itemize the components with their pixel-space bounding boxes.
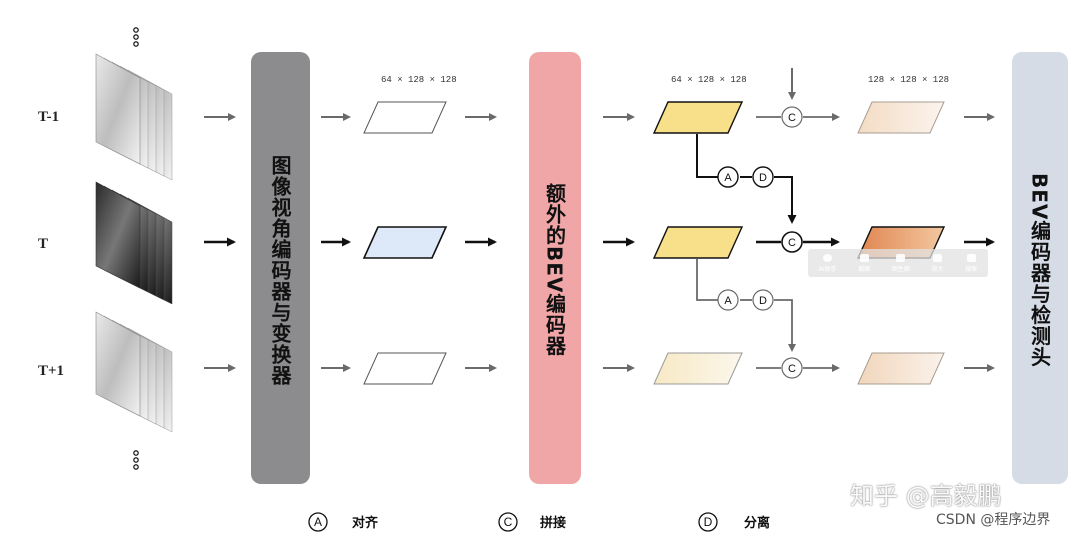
image-icon	[896, 253, 906, 262]
ellipsis-top	[133, 27, 139, 47]
legend-split-letter: D	[704, 515, 713, 529]
search-icon	[966, 253, 976, 262]
feature-map-1-middle	[362, 226, 448, 259]
camera-icon	[859, 253, 869, 262]
image-stack-top	[95, 53, 173, 181]
toolbar-search-label: 搜索	[965, 265, 978, 273]
legend-concat-text: 拼接	[540, 515, 566, 531]
toolbar-img2img-button[interactable]: 图生图	[891, 253, 910, 273]
node-split-top	[752, 166, 774, 188]
row-label-bottom: T+1	[38, 363, 64, 379]
feature-map-1-bottom	[363, 352, 447, 385]
encoder-transform-label: 图像视角编码器与变换器	[268, 154, 292, 386]
node-split-top-letter: D	[759, 172, 767, 184]
image-stack-middle	[95, 181, 173, 305]
node-concat-middle-letter: C	[788, 237, 796, 249]
extra-bev-encoder-text: 额外的BEV编码器	[542, 183, 567, 357]
feature-map-2-bottom	[653, 352, 743, 385]
node-align-bottom	[717, 289, 739, 311]
node-concat-bottom-letter: C	[788, 363, 796, 375]
legend-concat-circle	[498, 512, 518, 532]
watermark-zhihu: 知乎 @高毅鹏	[850, 482, 1002, 510]
zoom-icon	[933, 253, 943, 262]
watermark-csdn: CSDN @程序边界	[936, 512, 1051, 528]
feature-map-2-top	[652, 101, 744, 134]
toolbar-screenshot-button[interactable]: 截图	[858, 253, 871, 273]
toolbar-ai-label: AI助手	[818, 265, 837, 273]
node-split-bottom-letter: D	[759, 295, 767, 307]
node-concat-top	[781, 106, 803, 128]
legend-split-circle	[698, 512, 718, 532]
image-toolbar[interactable]: AI助手 截图 图生图 放大 搜索	[808, 249, 988, 277]
legend-split-text: 分离	[744, 515, 770, 531]
feature-map-2-middle	[652, 226, 744, 259]
dim-label-2: 64 × 128 × 128	[671, 75, 747, 85]
ellipsis-bottom	[133, 450, 139, 470]
bev-head-label: BEV编码器与检测头	[1012, 145, 1068, 395]
legend-concat-letter: C	[504, 515, 513, 529]
node-align-top	[717, 166, 739, 188]
path-align-split-top	[696, 134, 797, 224]
dim-label-3: 128 × 128 × 128	[868, 75, 949, 85]
legend-align-text: 对齐	[352, 515, 379, 531]
legend-align-circle	[308, 512, 328, 532]
encoder-transform-block	[251, 52, 310, 484]
row-label-middle: T	[38, 236, 48, 252]
feature-map-3-top	[857, 101, 945, 134]
node-align-bottom-letter: A	[724, 295, 732, 307]
bev-head-block	[1012, 52, 1068, 484]
node-split-bottom	[752, 289, 774, 311]
toolbar-zoom-label: 放大	[931, 265, 944, 273]
node-concat-middle	[781, 231, 803, 253]
bev-head-text: BEV编码器与检测头	[1027, 172, 1052, 368]
extra-bev-encoder-label: 额外的BEV编码器	[529, 145, 581, 395]
image-stack-bottom	[95, 311, 173, 433]
toolbar-search-button[interactable]: 搜索	[965, 253, 978, 273]
node-concat-bottom	[781, 357, 803, 379]
dim-label-1: 64 × 128 × 128	[381, 75, 457, 85]
extra-bev-encoder-block	[529, 52, 581, 484]
feature-map-1-top	[363, 101, 447, 134]
path-align-split-bottom	[696, 259, 796, 352]
row-label-top: T-1	[38, 109, 59, 125]
toolbar-img2img-label: 图生图	[891, 265, 910, 273]
node-align-top-letter: A	[724, 172, 732, 184]
toolbar-screenshot-label: 截图	[858, 265, 871, 273]
ai-assistant-icon	[823, 253, 833, 262]
toolbar-ai-assistant-button[interactable]: AI助手	[818, 253, 837, 273]
node-concat-top-letter: C	[788, 112, 796, 124]
legend-align-letter: A	[314, 515, 322, 529]
toolbar-zoom-button[interactable]: 放大	[931, 253, 944, 273]
feature-map-3-bottom	[857, 352, 945, 385]
